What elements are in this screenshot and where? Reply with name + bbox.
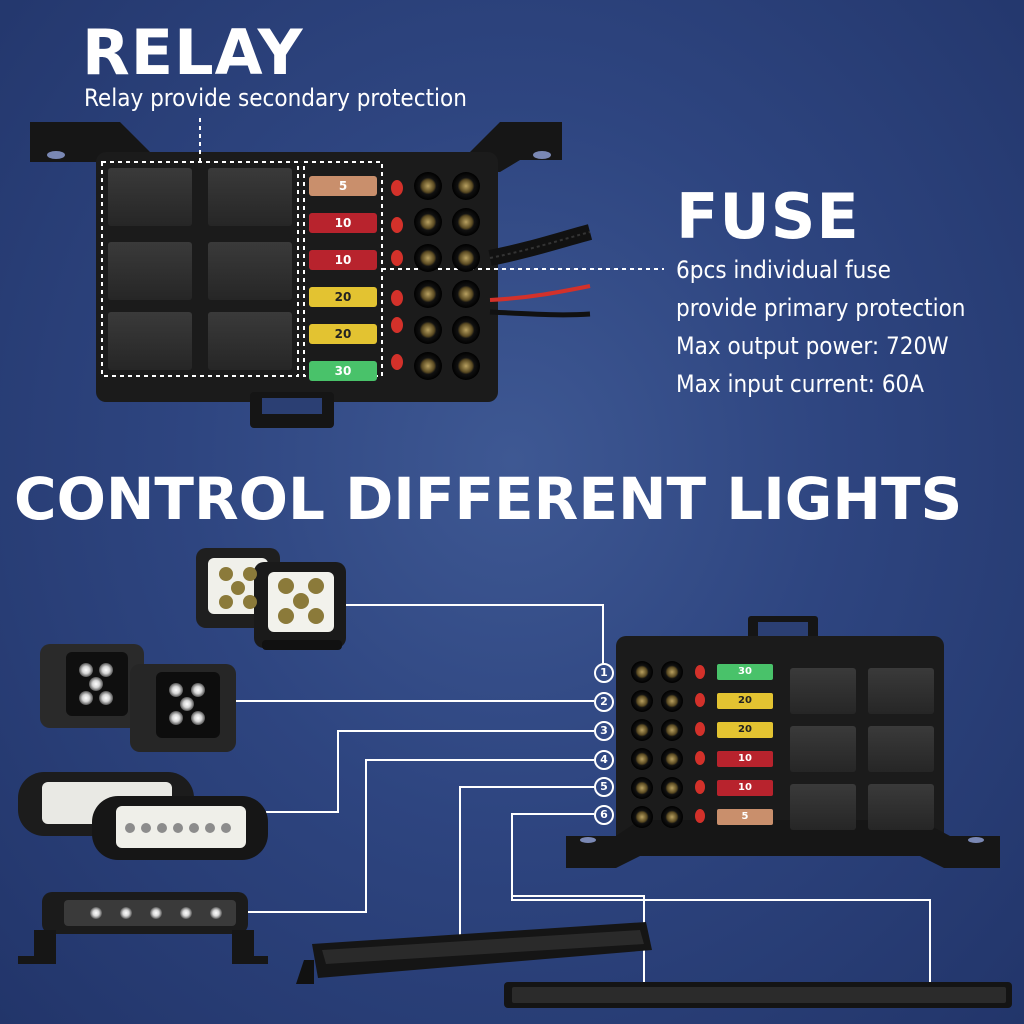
fuse-10a-2: 10 [717,780,773,796]
terminal-post [452,244,480,272]
fuse-5a: 5 [717,809,773,825]
terminal-post [631,806,653,828]
terminal-post [452,208,480,236]
channel-badge-1: 1 [594,663,614,683]
channel-badge-2: 2 [594,692,614,712]
fuse-line-1: 6pcs individual fuse [676,256,891,284]
top-fuse-column: 5 10 10 20 20 30 [309,176,377,381]
terminal-post [631,690,653,712]
terminal-post [631,777,653,799]
fuse-10a: 10 [309,213,377,233]
fuse-line-4: Max input current: 60A [676,370,925,398]
terminal-post [452,352,480,380]
terminal-post [414,352,442,380]
fuse-20a-2: 20 [717,722,773,738]
terminal-post [661,661,683,683]
terminal-post [661,777,683,799]
channel-badge-6: 6 [594,805,614,825]
channel-badge-5: 5 [594,777,614,797]
terminal-post [414,208,442,236]
fuse-title: FUSE [676,180,860,253]
terminal-post [414,316,442,344]
fuse-line-3: Max output power: 720W [676,332,949,360]
top-fuse-box [30,118,664,428]
terminal-post [452,280,480,308]
terminal-post [661,719,683,741]
terminal-post [661,748,683,770]
terminal-post [631,719,653,741]
terminal-post [631,661,653,683]
fuse-10a: 10 [717,751,773,767]
bottom-fuse-box [566,616,1000,868]
long-light-bar [504,982,1012,1008]
small-light-bar [18,892,268,964]
relay-subtitle: Relay provide secondary protection [84,84,467,112]
fuse-20a: 20 [309,287,377,307]
fuse-20a: 20 [717,693,773,709]
terminal-post [414,244,442,272]
terminal-post [414,280,442,308]
terminal-post [661,690,683,712]
cube-light-pair-1 [196,548,346,650]
fuse-30a: 30 [717,664,773,680]
terminal-post [452,172,480,200]
control-title: CONTROL DIFFERENT LIGHTS [14,465,963,533]
terminal-post [414,172,442,200]
fuse-10a-2: 10 [309,250,377,270]
connector-lines [236,604,931,1001]
cube-light-pair-2 [40,644,236,752]
channel-badge-3: 3 [594,721,614,741]
bottom-fuse-column: 30 20 20 10 10 5 [717,664,773,825]
fuse-5a: 5 [309,176,377,196]
channel-badge-4: 4 [594,750,614,770]
terminal-post [661,806,683,828]
fuse-20a-2: 20 [309,324,377,344]
terminal-post [631,748,653,770]
flush-pod-lights [18,772,268,860]
terminal-post [452,316,480,344]
fuse-30a: 30 [309,361,377,381]
medium-light-bar [296,922,652,984]
relay-title: RELAY [82,16,304,89]
fuse-line-2: provide primary protection [676,294,966,322]
